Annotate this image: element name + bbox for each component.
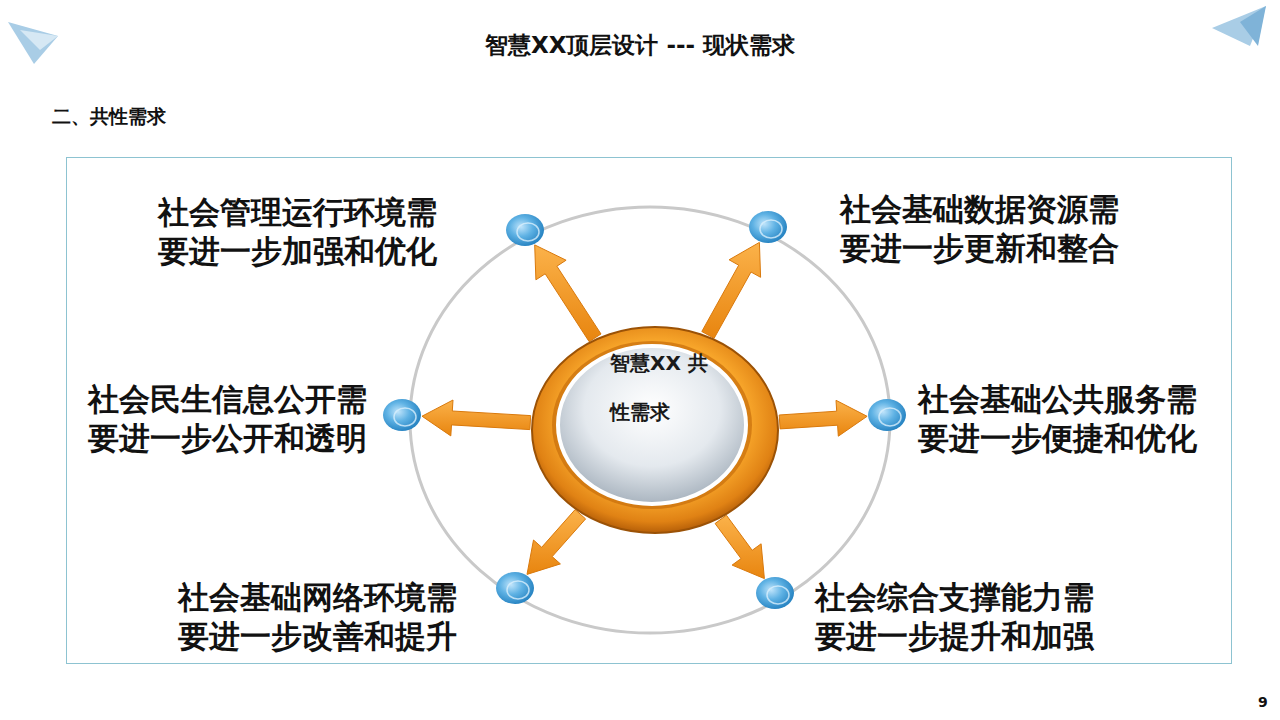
orange-arrow <box>527 510 586 575</box>
dot-outline <box>505 213 545 247</box>
need-dot: 社会基础网络环境需 要进一步改善和提升 <box>495 571 535 605</box>
orange-arrow <box>779 400 867 436</box>
frame-box <box>67 158 1232 664</box>
need-text: 社会基础数据资源需 要进一步更新和整合 <box>840 190 1124 268</box>
orbit-ring <box>410 207 890 633</box>
orange-arrow <box>702 242 761 338</box>
dot-outline <box>748 210 788 244</box>
need-dot: 社会基础公共服务需 要进一步便捷和优化 <box>867 398 907 432</box>
need-text: 社会管理运行环境需 要进一步加强和优化 <box>158 193 442 271</box>
need-text: 社会民生信息公开需 要进一步公开和透明 <box>88 380 372 458</box>
center-label: 智慧XX 共性需求 <box>610 339 710 437</box>
orange-arrow <box>715 515 764 578</box>
need-dot: 社会民生信息公开需 要进一步公开和透明 <box>382 398 422 432</box>
need-dot: 社会基础数据资源需 要进一步更新和整合 <box>748 210 788 244</box>
dot-outline <box>382 398 422 432</box>
orange-arrow <box>422 400 531 436</box>
dot-outline <box>867 398 907 432</box>
page-number: 9 <box>1258 694 1268 710</box>
need-text: 社会基础公共服务需 要进一步便捷和优化 <box>918 380 1202 458</box>
need-dot: 社会管理运行环境需 要进一步加强和优化 <box>505 213 545 247</box>
corner-triangle <box>20 30 58 50</box>
need-dot: 社会综合支撑能力需 要进一步提升和加强 <box>755 576 795 610</box>
need-text: 社会综合支撑能力需 要进一步提升和加强 <box>815 578 1099 656</box>
corner-triangle <box>8 22 58 64</box>
dot-outline <box>495 571 535 605</box>
section-heading: 二、共性需求 <box>52 104 166 130</box>
need-text: 社会基础网络环境需 要进一步改善和提升 <box>178 578 462 656</box>
corner-triangle <box>1212 6 1266 46</box>
center-circle: 智慧XX 共性需求 <box>530 325 780 535</box>
orange-arrow <box>535 245 601 342</box>
dot-outline <box>755 576 795 610</box>
corner-triangle <box>1240 6 1266 46</box>
page-title: 智慧XX顶层设计 --- 现状需求 <box>0 30 1280 61</box>
